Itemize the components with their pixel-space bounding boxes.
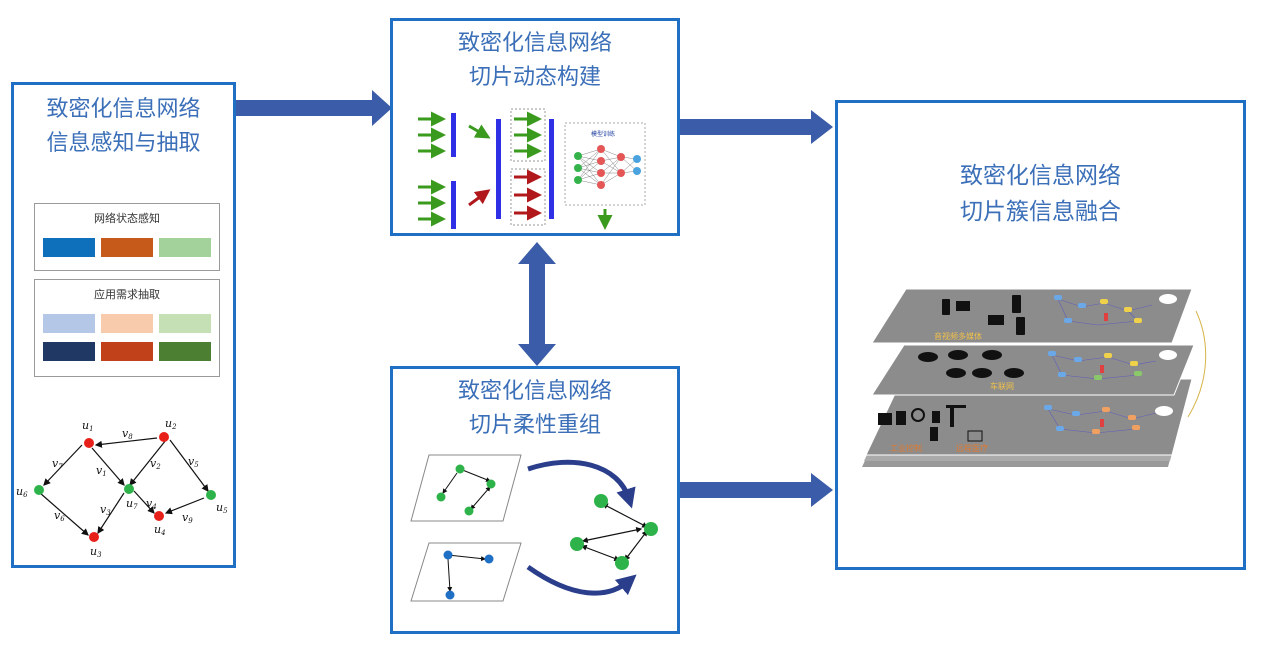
layer-multimedia-label: 音视频多媒体 bbox=[934, 331, 982, 341]
arrow-recombination-to-fusion bbox=[678, 473, 833, 507]
svg-text:v9: v9 bbox=[182, 511, 193, 525]
merge-arrow-upper bbox=[527, 459, 636, 509]
svg-text:u5: u5 bbox=[216, 501, 228, 515]
app-demand-panel: 应用需求抽取 bbox=[34, 279, 220, 377]
green-node bbox=[436, 492, 446, 502]
layer-vehicular: 车联网 bbox=[871, 344, 1195, 396]
merged-node bbox=[570, 537, 584, 551]
svg-text:u3: u3 bbox=[90, 545, 102, 559]
arrow-perception-to-construction bbox=[234, 90, 392, 126]
arrow-construction-to-fusion bbox=[678, 110, 833, 144]
slice-construction-illustration: 模型训练 bbox=[418, 108, 646, 230]
node-u5 bbox=[206, 490, 216, 500]
fusion-box: 致密化信息网络 切片簇信息融合 工业控制 远程医疗 bbox=[835, 100, 1246, 570]
node-u3 bbox=[89, 532, 99, 542]
merged-node bbox=[644, 522, 658, 536]
layer-vehicular-label: 车联网 bbox=[990, 381, 1014, 391]
blue-node bbox=[443, 550, 453, 560]
svg-text:u4: u4 bbox=[154, 523, 166, 537]
app-demand-swatch-2 bbox=[101, 314, 153, 333]
model-training-label: 模型训练 bbox=[591, 130, 615, 138]
perception-box: 致密化信息网络 信息感知与抽取 网络状态感知 应用需求抽取 bbox=[11, 82, 236, 568]
blue-node bbox=[445, 590, 455, 600]
svg-text:v5: v5 bbox=[188, 455, 199, 469]
svg-text:u6: u6 bbox=[16, 485, 28, 499]
svg-text:u1: u1 bbox=[82, 419, 94, 433]
node-u6 bbox=[34, 485, 44, 495]
svg-text:v1: v1 bbox=[96, 464, 107, 478]
slice-recombination-illustration bbox=[410, 454, 658, 602]
node-u1 bbox=[84, 438, 94, 448]
network-state-label: 网络状态感知 bbox=[94, 212, 160, 225]
construction-box: 致密化信息网络 切片动态构建 bbox=[390, 18, 680, 236]
network-state-swatch-2 bbox=[101, 238, 153, 257]
merged-node bbox=[615, 556, 629, 570]
svg-text:u2: u2 bbox=[165, 417, 177, 431]
network-state-swatch-3 bbox=[159, 238, 211, 257]
layer-multimedia: 音视频多媒体 bbox=[871, 288, 1193, 344]
svg-text:v7: v7 bbox=[52, 457, 63, 471]
slice-cluster-layers: 工业控制 远程医疗 车联网 音视频多媒体 bbox=[862, 288, 1207, 467]
app-demand-swatch-5 bbox=[101, 342, 153, 361]
green-node bbox=[486, 479, 496, 489]
recombination-title-line2: 切片柔性重组 bbox=[468, 413, 601, 438]
node-u2 bbox=[159, 432, 169, 442]
svg-text:v8: v8 bbox=[122, 427, 133, 441]
neural-network-icon bbox=[574, 145, 641, 189]
layer-industrial-label-b: 远程医疗 bbox=[956, 443, 988, 453]
app-demand-swatch-1 bbox=[43, 314, 95, 333]
app-demand-swatch-3 bbox=[159, 314, 211, 333]
recombination-box: 致密化信息网络 切片柔性重组 bbox=[390, 366, 680, 634]
svg-text:u7: u7 bbox=[126, 497, 138, 511]
svg-text:v2: v2 bbox=[150, 457, 161, 471]
svg-text:v4: v4 bbox=[146, 497, 157, 511]
perception-title-line1: 致密化信息网络 bbox=[46, 97, 201, 122]
construction-title-line2: 切片动态构建 bbox=[468, 65, 601, 90]
fusion-title-line2: 切片簇信息融合 bbox=[960, 199, 1121, 225]
svg-text:v6: v6 bbox=[54, 509, 65, 523]
svg-text:v3: v3 bbox=[100, 503, 111, 517]
network-graph: u1 u2 u6 u7 u5 u4 u3 v8 v7 v1 v2 v5 v6 v… bbox=[16, 417, 228, 559]
slice-plane-green bbox=[410, 454, 522, 522]
app-demand-swatch-6 bbox=[159, 342, 211, 361]
recombination-title-line1: 致密化信息网络 bbox=[457, 379, 612, 404]
fusion-title-line1: 致密化信息网络 bbox=[960, 163, 1121, 189]
perception-title-line2: 信息感知与抽取 bbox=[46, 131, 201, 156]
cloud-icon bbox=[1155, 406, 1173, 416]
network-state-panel: 网络状态感知 bbox=[34, 203, 220, 271]
arrow-construction-recombination-bidirectional bbox=[518, 242, 556, 366]
green-node bbox=[455, 464, 465, 474]
green-node bbox=[464, 506, 474, 516]
slice-plane-blue bbox=[410, 542, 522, 602]
cloud-icon bbox=[1159, 294, 1177, 304]
app-demand-swatch-4 bbox=[43, 342, 95, 361]
blue-node bbox=[484, 554, 494, 564]
cloud-icon bbox=[1159, 350, 1177, 360]
layer-industrial: 工业控制 远程医疗 bbox=[862, 378, 1193, 467]
app-demand-label: 应用需求抽取 bbox=[94, 288, 160, 301]
network-state-swatch-1 bbox=[43, 238, 95, 257]
merge-arrow-lower bbox=[526, 564, 637, 596]
layer-industrial-label-a: 工业控制 bbox=[890, 443, 922, 453]
node-u7 bbox=[124, 484, 134, 494]
merged-node bbox=[594, 494, 608, 508]
node-u4 bbox=[154, 511, 164, 521]
construction-title-line1: 致密化信息网络 bbox=[457, 31, 612, 56]
